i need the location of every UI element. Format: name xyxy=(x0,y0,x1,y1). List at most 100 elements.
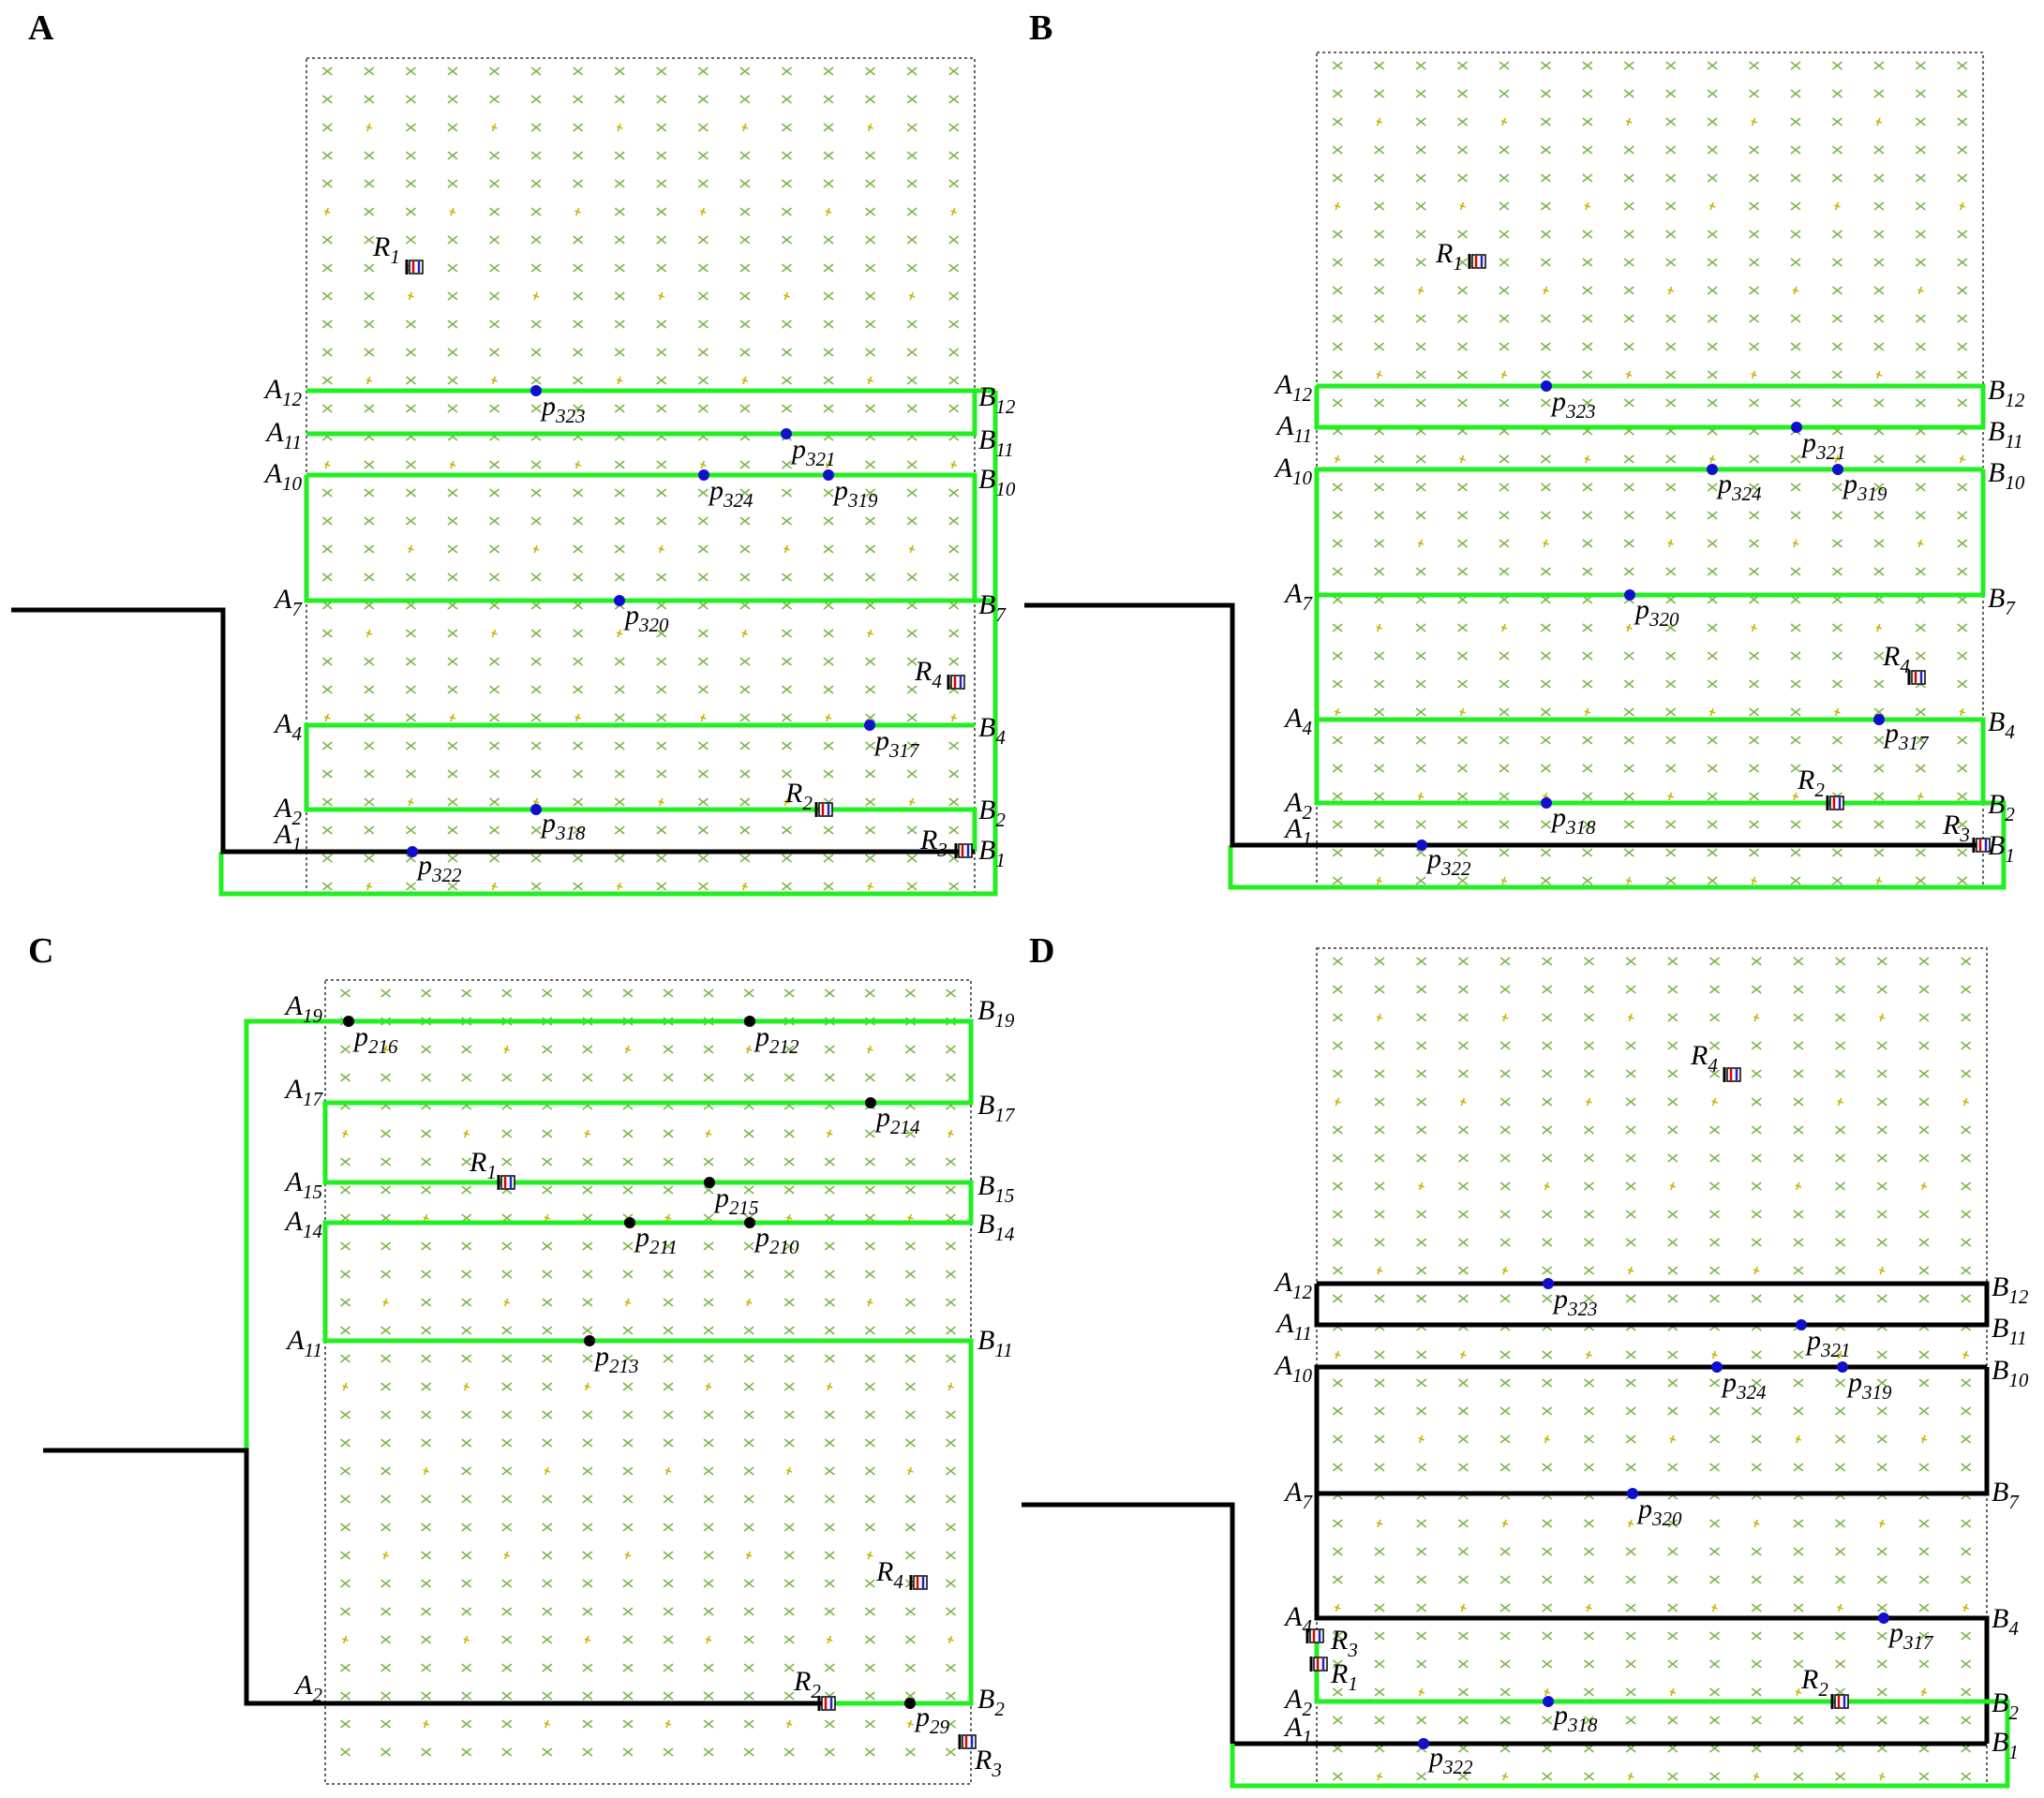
task-point xyxy=(1543,1696,1554,1707)
plant-icon xyxy=(1332,1519,1343,1528)
row-start-label-letter: A xyxy=(1275,410,1294,441)
plant-icon xyxy=(1835,1434,1846,1444)
robot-2 xyxy=(1830,1694,1849,1709)
panel-label-A: A xyxy=(28,8,54,48)
plant-icon xyxy=(573,235,584,245)
plant-icon xyxy=(1374,1463,1385,1472)
plant-icon xyxy=(622,1494,634,1504)
plant-icon xyxy=(864,1607,875,1616)
plant-icon xyxy=(1499,398,1510,408)
plant-icon xyxy=(582,1073,593,1082)
plant-icon xyxy=(1915,736,1926,745)
seedling-icon xyxy=(745,1045,753,1054)
plant-icon xyxy=(1582,736,1593,745)
plant-icon xyxy=(321,685,333,694)
plant-icon xyxy=(781,825,792,835)
plant-icon xyxy=(461,1494,472,1504)
plant-icon xyxy=(783,1635,795,1644)
plant-icon xyxy=(1915,342,1926,351)
plant-icon xyxy=(703,1157,714,1166)
robot-1-label-sub: 1 xyxy=(1348,1672,1358,1695)
plant-icon xyxy=(321,882,333,891)
plant-icon xyxy=(501,1129,513,1138)
plant-icon xyxy=(904,1494,916,1504)
plant-icon xyxy=(1542,1210,1553,1219)
robot-3-label-letter: R xyxy=(1942,810,1960,840)
plant-icon xyxy=(1499,314,1510,323)
plant-icon xyxy=(1751,1378,1762,1388)
plant-icon xyxy=(1918,1266,1930,1275)
plant-icon xyxy=(783,1326,795,1335)
plant-icon xyxy=(1415,314,1426,323)
row-end-label-sub: 12 xyxy=(2005,389,2025,411)
plant-icon xyxy=(1583,985,1594,994)
plant-icon xyxy=(530,713,542,722)
plant-icon xyxy=(614,488,625,498)
plant-icon xyxy=(697,376,709,385)
plant-icon xyxy=(663,1045,674,1054)
plant-icon xyxy=(421,1354,432,1363)
plant-icon xyxy=(447,67,458,76)
plant-icon xyxy=(1582,230,1593,239)
plant-icon xyxy=(1582,398,1593,408)
plant-icon xyxy=(783,1410,795,1419)
plant-icon xyxy=(1915,623,1926,632)
task-label-letter: p xyxy=(1634,594,1649,625)
task-label-letter: p xyxy=(790,434,806,465)
plant-icon xyxy=(1415,201,1426,211)
plant-icon xyxy=(614,572,625,582)
plant-icon xyxy=(340,1466,351,1476)
plant-icon xyxy=(739,151,751,160)
plant-icon xyxy=(1873,61,1885,70)
row-end-label-sub: 10 xyxy=(2005,471,2025,494)
plant-icon xyxy=(865,404,876,413)
plant-icon xyxy=(1332,1266,1343,1275)
plant-icon xyxy=(340,1607,351,1616)
task-label: p321 xyxy=(790,434,836,470)
seedling-icon xyxy=(867,1298,873,1307)
plant-icon xyxy=(1873,651,1885,661)
plant-icon xyxy=(1582,145,1593,155)
plant-icon xyxy=(1374,1294,1385,1303)
plant-icon xyxy=(1749,848,1760,857)
plant-icon xyxy=(421,1382,432,1391)
plant-icon xyxy=(904,1747,916,1757)
plant-icon xyxy=(340,1157,351,1166)
plant-icon xyxy=(739,460,751,469)
plant-icon xyxy=(573,319,584,329)
plant-icon xyxy=(622,1326,634,1335)
plant-icon xyxy=(1623,342,1634,351)
seedling-icon xyxy=(1334,454,1341,464)
task-label-sub: 323 xyxy=(1567,1298,1598,1320)
plant-icon xyxy=(1751,1631,1762,1641)
plant-icon xyxy=(1499,1041,1511,1050)
plant-icon xyxy=(489,572,500,582)
plant-icon xyxy=(1374,1434,1385,1444)
plant-icon xyxy=(582,1494,593,1504)
plant-icon xyxy=(1623,483,1634,492)
plant-icon xyxy=(447,263,458,273)
plant-icon xyxy=(1499,1294,1511,1303)
seedling-icon xyxy=(1753,1519,1760,1528)
plant-icon xyxy=(1457,623,1469,632)
plant-icon xyxy=(1957,736,1968,745)
plant-icon xyxy=(1332,1181,1343,1191)
plant-icon xyxy=(1957,876,1968,885)
plant-icon xyxy=(1918,1463,1930,1472)
plant-icon xyxy=(1751,1153,1762,1163)
plant-icon xyxy=(1332,539,1343,548)
plant-icon xyxy=(1374,792,1385,801)
plant-icon xyxy=(1374,230,1385,239)
plant-icon xyxy=(1540,145,1551,155)
plant-icon xyxy=(663,1270,674,1279)
plant-icon xyxy=(1790,201,1801,211)
plant-icon xyxy=(906,179,918,188)
seedling-icon xyxy=(1501,1013,1509,1022)
path-visited xyxy=(1314,383,1986,430)
row-start-label: A4 xyxy=(273,708,302,745)
plant-icon xyxy=(447,348,458,357)
plant-icon xyxy=(1623,707,1634,717)
row-end-label: B4 xyxy=(978,712,1006,749)
task-label-sub: 318 xyxy=(1565,816,1596,839)
task-point xyxy=(1707,464,1718,475)
